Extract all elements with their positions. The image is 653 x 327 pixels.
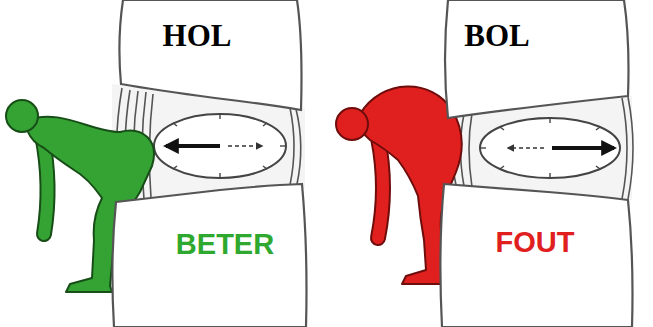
tick-mark [500, 166, 504, 169]
tick-mark [596, 166, 600, 169]
disc-ring [622, 98, 627, 199]
vertebra-label: BETER [176, 228, 274, 261]
disc-ring [469, 113, 472, 187]
force-arrow [228, 145, 262, 147]
vertebra-shape [440, 184, 632, 327]
vertebra-shape [112, 184, 306, 327]
tick-mark [263, 166, 267, 169]
force-arrow [166, 144, 220, 148]
tick-mark [596, 127, 600, 130]
tick-mark [219, 173, 220, 178]
disc-ring [296, 109, 301, 184]
vertebra-body: BOL [440, 0, 632, 120]
force-arrow [552, 146, 614, 150]
vertebra-body: FOUT [438, 178, 634, 327]
tick-mark [280, 145, 286, 146]
arm-outline [378, 138, 383, 238]
tick-mark [173, 166, 177, 169]
tick-mark [263, 123, 267, 126]
disc-ring [628, 97, 633, 199]
vertebra-label: HOL [163, 18, 232, 54]
head [6, 100, 38, 132]
arm [378, 138, 383, 238]
tick-mark [480, 147, 486, 148]
tick-mark [500, 127, 504, 130]
tick-mark [549, 118, 550, 123]
nucleus [480, 118, 620, 178]
vertebra-label: BOL [464, 18, 529, 54]
tick-mark [219, 114, 220, 119]
vertebra-shape [445, 0, 629, 118]
vertebra-body: BETER [110, 180, 310, 327]
vertebra-shape [119, 0, 301, 110]
disc-ring [290, 108, 294, 185]
force-arrow [508, 147, 544, 149]
vertebra-label: FOUT [496, 226, 575, 259]
vertebra-body: HOL [115, 0, 305, 112]
nucleus [154, 114, 286, 178]
vertebra-outline [115, 0, 305, 112]
tick-mark [549, 173, 550, 178]
tick-mark [173, 123, 177, 126]
head [336, 108, 368, 140]
